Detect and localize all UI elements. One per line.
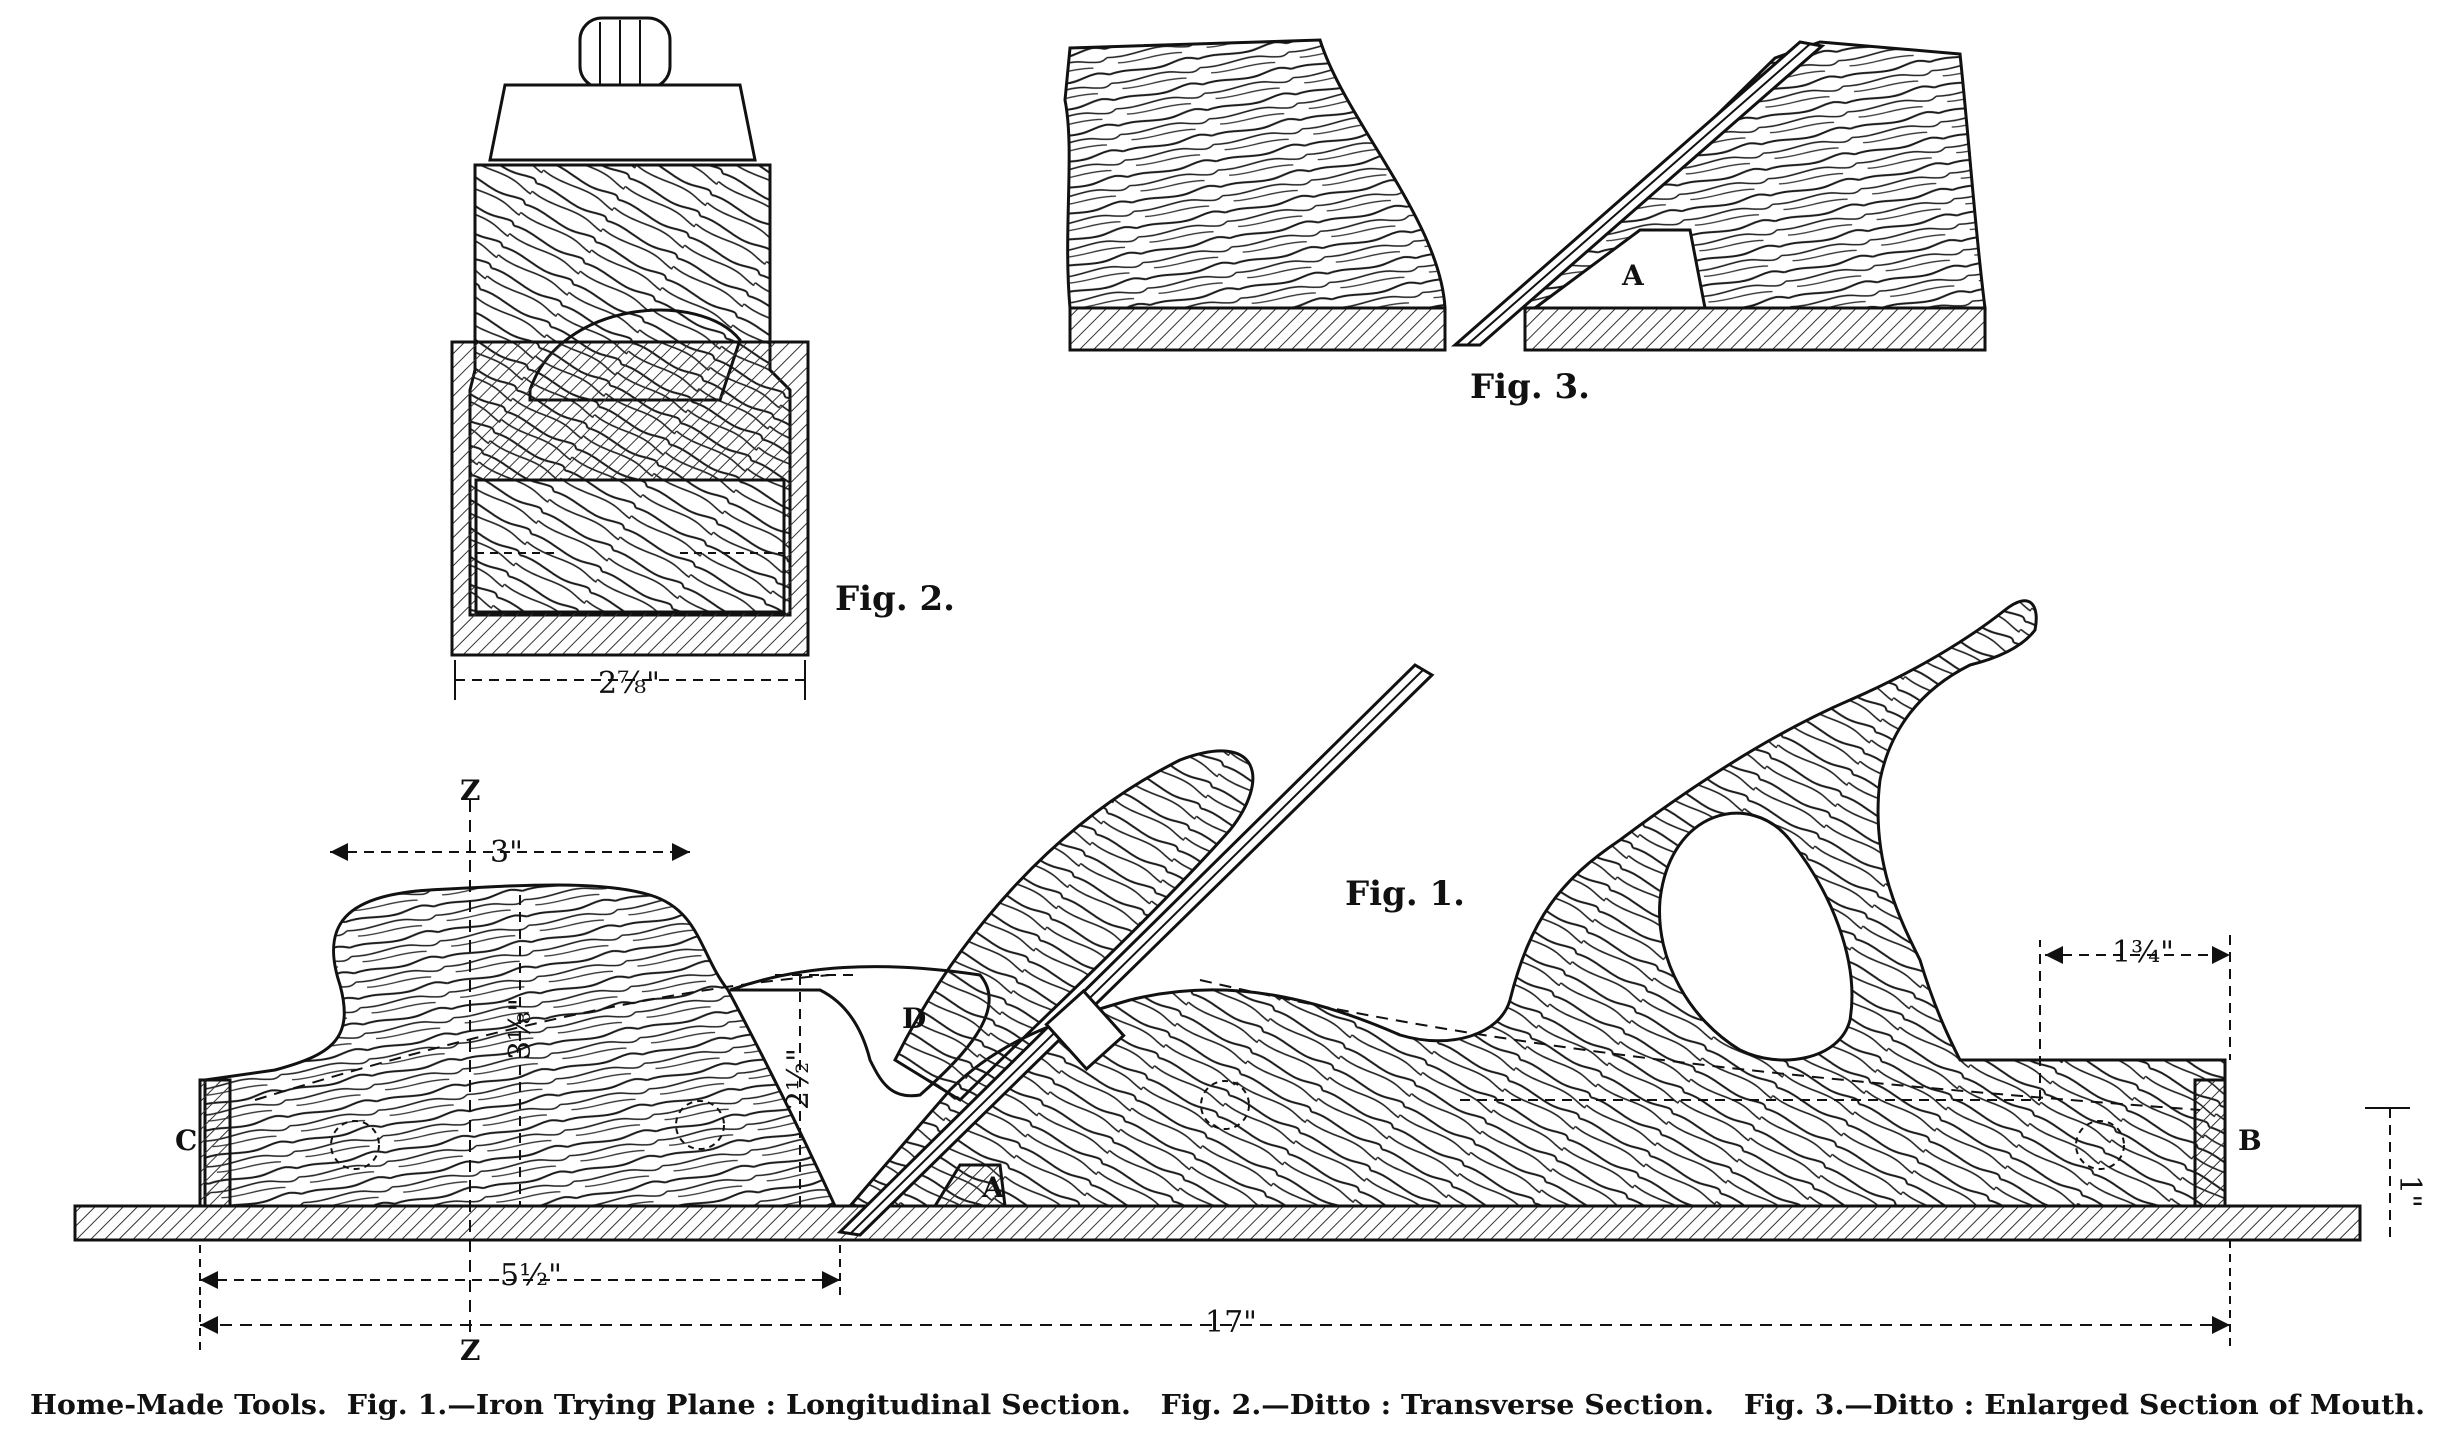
fig1-label: Fig. 1. bbox=[1345, 874, 1465, 914]
fig2-iron-body bbox=[450, 340, 810, 657]
rivet-icon bbox=[330, 1120, 380, 1170]
fig2-wedge-top bbox=[488, 83, 757, 162]
figure-3: A Fig. 3. bbox=[1063, 38, 1987, 407]
letter-c: C bbox=[175, 1124, 197, 1157]
fig1-rear-body bbox=[846, 599, 2227, 1208]
fig3-label: Fig. 3. bbox=[1470, 367, 1590, 407]
fig2-wedge-knob bbox=[578, 16, 672, 90]
letter-b: B bbox=[2238, 1124, 2262, 1157]
plate-caption: Home-Made Tools. Fig. 1.—Iron Trying Pla… bbox=[30, 1390, 2425, 1421]
fig1-mouth-block bbox=[932, 1163, 1007, 1208]
fig3-iron-bed bbox=[1530, 228, 1707, 310]
figure-1: Z Z 3" 3⅛" 2½" 1" 1¾" 5½" 17" bbox=[73, 599, 2427, 1367]
mouth-height-dimension: 2½" bbox=[781, 1048, 816, 1110]
front-length-dimension: 5½" bbox=[500, 1258, 562, 1293]
fig1-front-block bbox=[203, 883, 838, 1208]
rivet-icon bbox=[1200, 1080, 1250, 1130]
rivet-icon bbox=[675, 1100, 725, 1150]
fig1-cap-wedge bbox=[893, 749, 1255, 1102]
rivet-icon bbox=[2075, 1120, 2125, 1170]
fig3-front-wood bbox=[1063, 38, 1447, 310]
letter-d: D bbox=[902, 1002, 926, 1035]
fig1-front-iron-side bbox=[198, 1078, 232, 1208]
figure-2: 2⅞" Fig. 2. bbox=[450, 16, 955, 701]
fig1-sole-plate bbox=[73, 1204, 2362, 1242]
fig3-sole-front bbox=[1068, 306, 1447, 352]
front-width-dimension: 3" bbox=[490, 835, 523, 870]
z-top-letter: Z bbox=[460, 774, 480, 807]
front-height-dimension: 3⅛" bbox=[503, 998, 538, 1060]
fig2-width-dimension: 2⅞" bbox=[598, 666, 660, 701]
fig2-label: Fig. 2. bbox=[835, 579, 955, 619]
rear-offset-dimension: 1¾" bbox=[2112, 935, 2174, 970]
sole-height-dimension: 1" bbox=[2392, 1175, 2427, 1208]
total-length-dimension: 17" bbox=[1205, 1305, 1257, 1340]
fig1-rear-iron-end bbox=[2193, 1078, 2227, 1208]
z-bottom-letter: Z bbox=[460, 1334, 480, 1367]
fig3-letter-a: A bbox=[1621, 259, 1645, 292]
fig3-sole-rear bbox=[1523, 306, 1987, 352]
letter-a: A bbox=[981, 1171, 1005, 1204]
fig1-handle-hole bbox=[1658, 811, 1854, 1062]
fig1-clamp-box bbox=[1044, 988, 1126, 1072]
